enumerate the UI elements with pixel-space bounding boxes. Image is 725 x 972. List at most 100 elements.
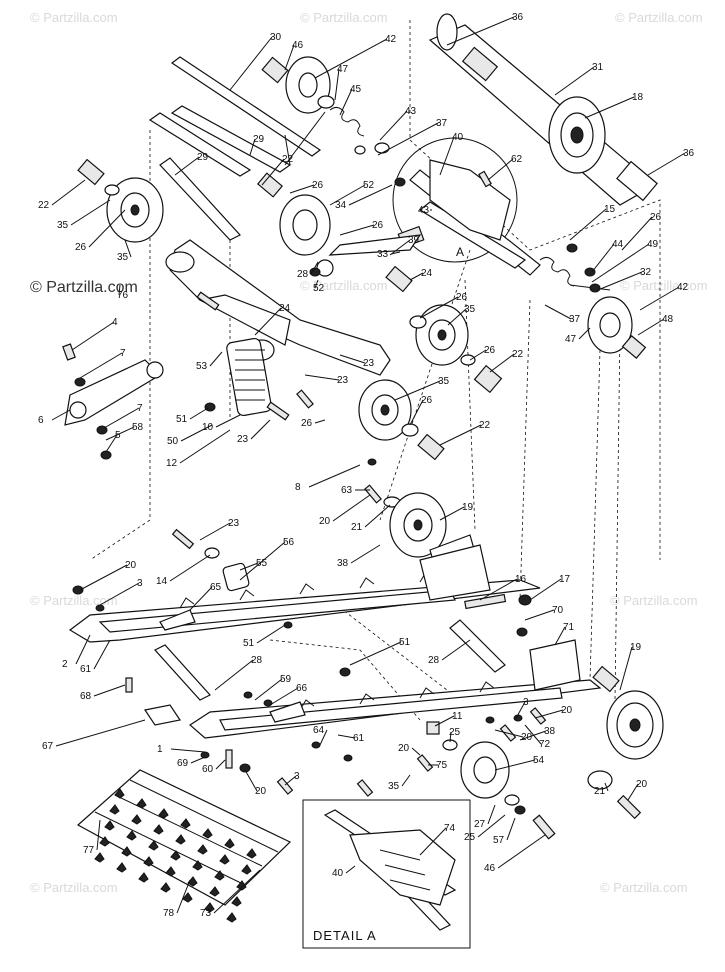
callout-39: 39 xyxy=(408,235,420,246)
leader-line xyxy=(419,827,447,856)
callout-71: 71 xyxy=(563,622,575,633)
mat-stud xyxy=(202,828,213,839)
leader-line xyxy=(350,544,381,564)
leader-line xyxy=(314,279,319,289)
leader-line xyxy=(409,272,424,281)
leader-line xyxy=(213,869,261,914)
leader-line xyxy=(497,834,546,869)
leader-line xyxy=(249,138,256,156)
leader-line xyxy=(439,136,455,176)
watermark-3: © Partzilla.com xyxy=(615,10,703,25)
leader-line xyxy=(70,199,111,226)
callout-43: 43 xyxy=(405,106,417,117)
leader-line xyxy=(239,562,259,571)
leader-line xyxy=(411,747,421,756)
leader-line xyxy=(621,216,653,251)
callout-44: 44 xyxy=(612,239,624,250)
callout-28: 28 xyxy=(428,655,440,666)
leader-line xyxy=(419,296,459,319)
callout-47: 47 xyxy=(337,64,349,75)
callout-20: 20 xyxy=(398,743,410,754)
leader-line xyxy=(79,564,128,591)
leader-line xyxy=(51,179,86,206)
leader-line xyxy=(215,414,241,428)
callout-61: 61 xyxy=(80,664,92,675)
leader-line xyxy=(441,639,471,661)
leader-line xyxy=(99,582,140,606)
upper-shafts xyxy=(148,56,322,241)
leader-line xyxy=(284,44,295,71)
leader-line xyxy=(591,243,615,273)
leader-line xyxy=(569,208,607,241)
leader-line xyxy=(647,152,686,176)
callout-53: 53 xyxy=(196,361,208,372)
callout-21: 21 xyxy=(594,786,606,797)
callout-30: 30 xyxy=(270,32,282,43)
callout-46: 46 xyxy=(484,863,496,874)
detail-a-frame xyxy=(302,799,471,949)
callout-60: 60 xyxy=(202,764,214,775)
leader-line xyxy=(256,624,286,644)
callout-40: 40 xyxy=(332,868,344,879)
leader-line xyxy=(578,327,591,340)
callout-66: 66 xyxy=(296,683,308,694)
leader-line xyxy=(93,639,111,670)
mat-stud xyxy=(197,844,208,855)
leader-line xyxy=(487,804,496,825)
leader-line xyxy=(244,769,258,792)
mat-stud xyxy=(131,814,142,825)
callout-42: 42 xyxy=(677,282,689,293)
leader-line xyxy=(239,541,286,581)
callout-17: 17 xyxy=(559,574,571,585)
leader-line xyxy=(519,730,547,741)
mat-stud xyxy=(246,848,257,859)
leader-line xyxy=(469,349,487,361)
leader-line xyxy=(339,88,353,116)
callout-36: 36 xyxy=(683,148,695,159)
leader-line xyxy=(214,659,254,691)
detail-a-box xyxy=(302,799,471,949)
callout-73: 73 xyxy=(200,908,212,919)
leader-line xyxy=(339,224,375,236)
mat-stud xyxy=(158,808,169,819)
leader-line xyxy=(71,321,115,351)
watermark-2: © Partzilla.com xyxy=(300,10,388,25)
callout-20: 20 xyxy=(636,779,648,790)
callout-16: 16 xyxy=(515,574,527,585)
leader-line xyxy=(477,814,506,838)
watermark-9: © Partzilla.com xyxy=(30,880,118,895)
leader-line xyxy=(597,271,643,291)
callout-21: 21 xyxy=(351,522,363,533)
callout-46: 46 xyxy=(292,40,304,51)
callout-7: 7 xyxy=(137,403,143,414)
callout-22: 22 xyxy=(38,200,50,211)
mat-stud xyxy=(114,788,125,799)
callout-26: 26 xyxy=(484,345,496,356)
leader-line xyxy=(314,38,388,79)
callout-5: 5 xyxy=(115,430,121,441)
callout-26: 26 xyxy=(456,292,468,303)
callout-22: 22 xyxy=(479,420,491,431)
mat-stud xyxy=(170,850,181,861)
callout-57: 57 xyxy=(493,835,505,846)
callout-35: 35 xyxy=(438,376,450,387)
leader-line xyxy=(79,352,123,379)
leader-line xyxy=(506,817,516,841)
callout-37: 37 xyxy=(569,314,581,325)
front-cross-shaft xyxy=(316,137,541,277)
callout-43: 43 xyxy=(418,205,430,216)
callout-33: 33 xyxy=(377,249,389,260)
callout-15: 15 xyxy=(604,204,616,215)
mat-stud xyxy=(204,902,215,913)
callout-63: 63 xyxy=(341,485,353,496)
mat-stud xyxy=(143,856,154,867)
watermark-4: © Partzilla.com xyxy=(300,278,388,293)
mat-stud xyxy=(138,872,149,883)
leader-line xyxy=(379,110,408,141)
callout-25: 25 xyxy=(449,727,461,738)
callout-8: 8 xyxy=(295,482,301,493)
leader-line xyxy=(401,774,411,787)
leader-line xyxy=(479,578,518,601)
callout-14: 14 xyxy=(156,576,168,587)
